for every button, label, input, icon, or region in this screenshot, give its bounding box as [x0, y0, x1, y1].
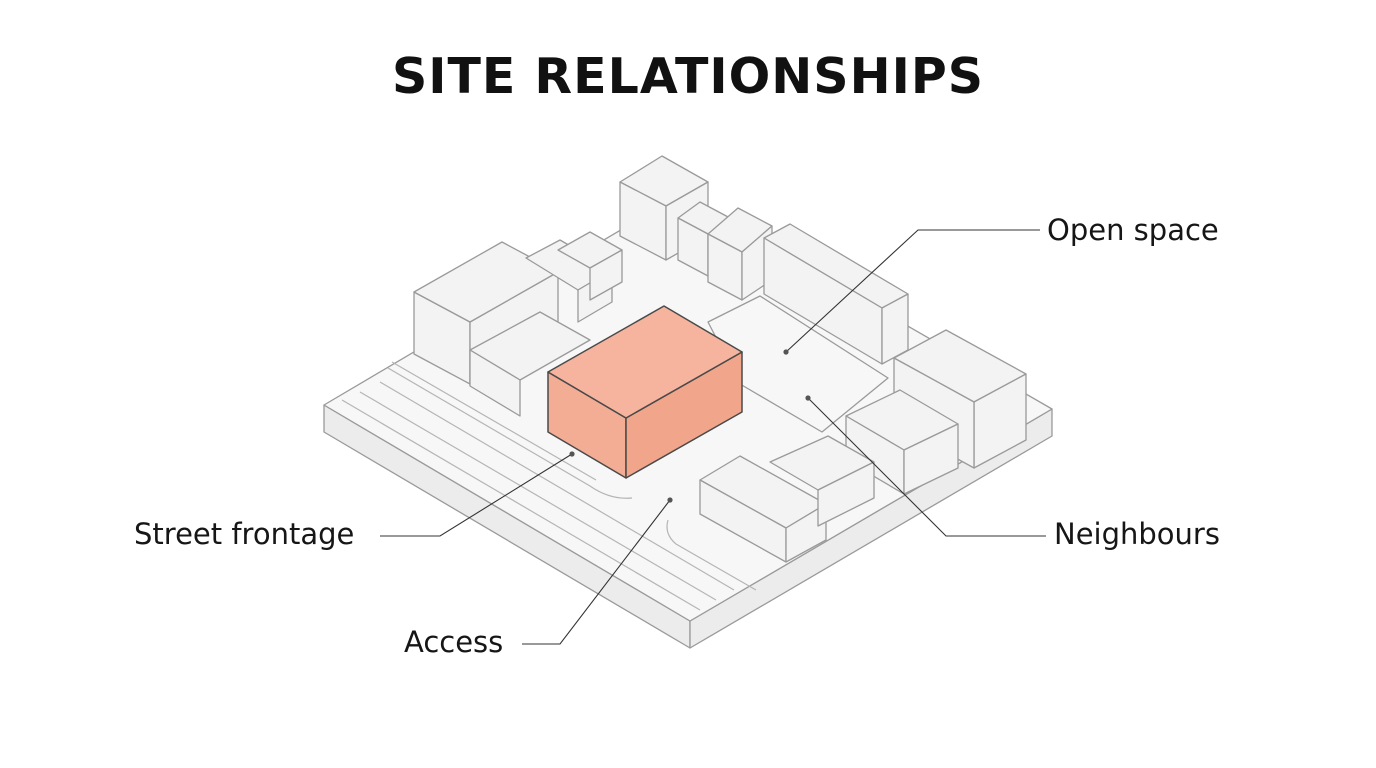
neighbour-block-right-long: [763, 223, 909, 365]
leader-access: [522, 497, 673, 645]
label-street-frontage: Street frontage: [134, 517, 354, 551]
label-open-space: Open space: [1047, 213, 1219, 247]
diagram-title: SITE RELATIONSHIPS: [391, 48, 985, 105]
neighbour-houses-back: [525, 231, 623, 323]
building-roof: [547, 305, 743, 419]
leader-street-frontage: [380, 451, 575, 537]
label-neighbours: Neighbours: [1054, 517, 1220, 551]
highlighted-site-building: [547, 305, 743, 479]
neighbour-block-left-low: [469, 311, 591, 417]
leader-open-space: [783, 229, 1040, 355]
neighbour-houses-front: [699, 435, 875, 563]
label-access: Access: [404, 625, 503, 659]
neighbour-blocks-right: [845, 329, 1027, 495]
leader-neighbours: [805, 395, 1046, 537]
